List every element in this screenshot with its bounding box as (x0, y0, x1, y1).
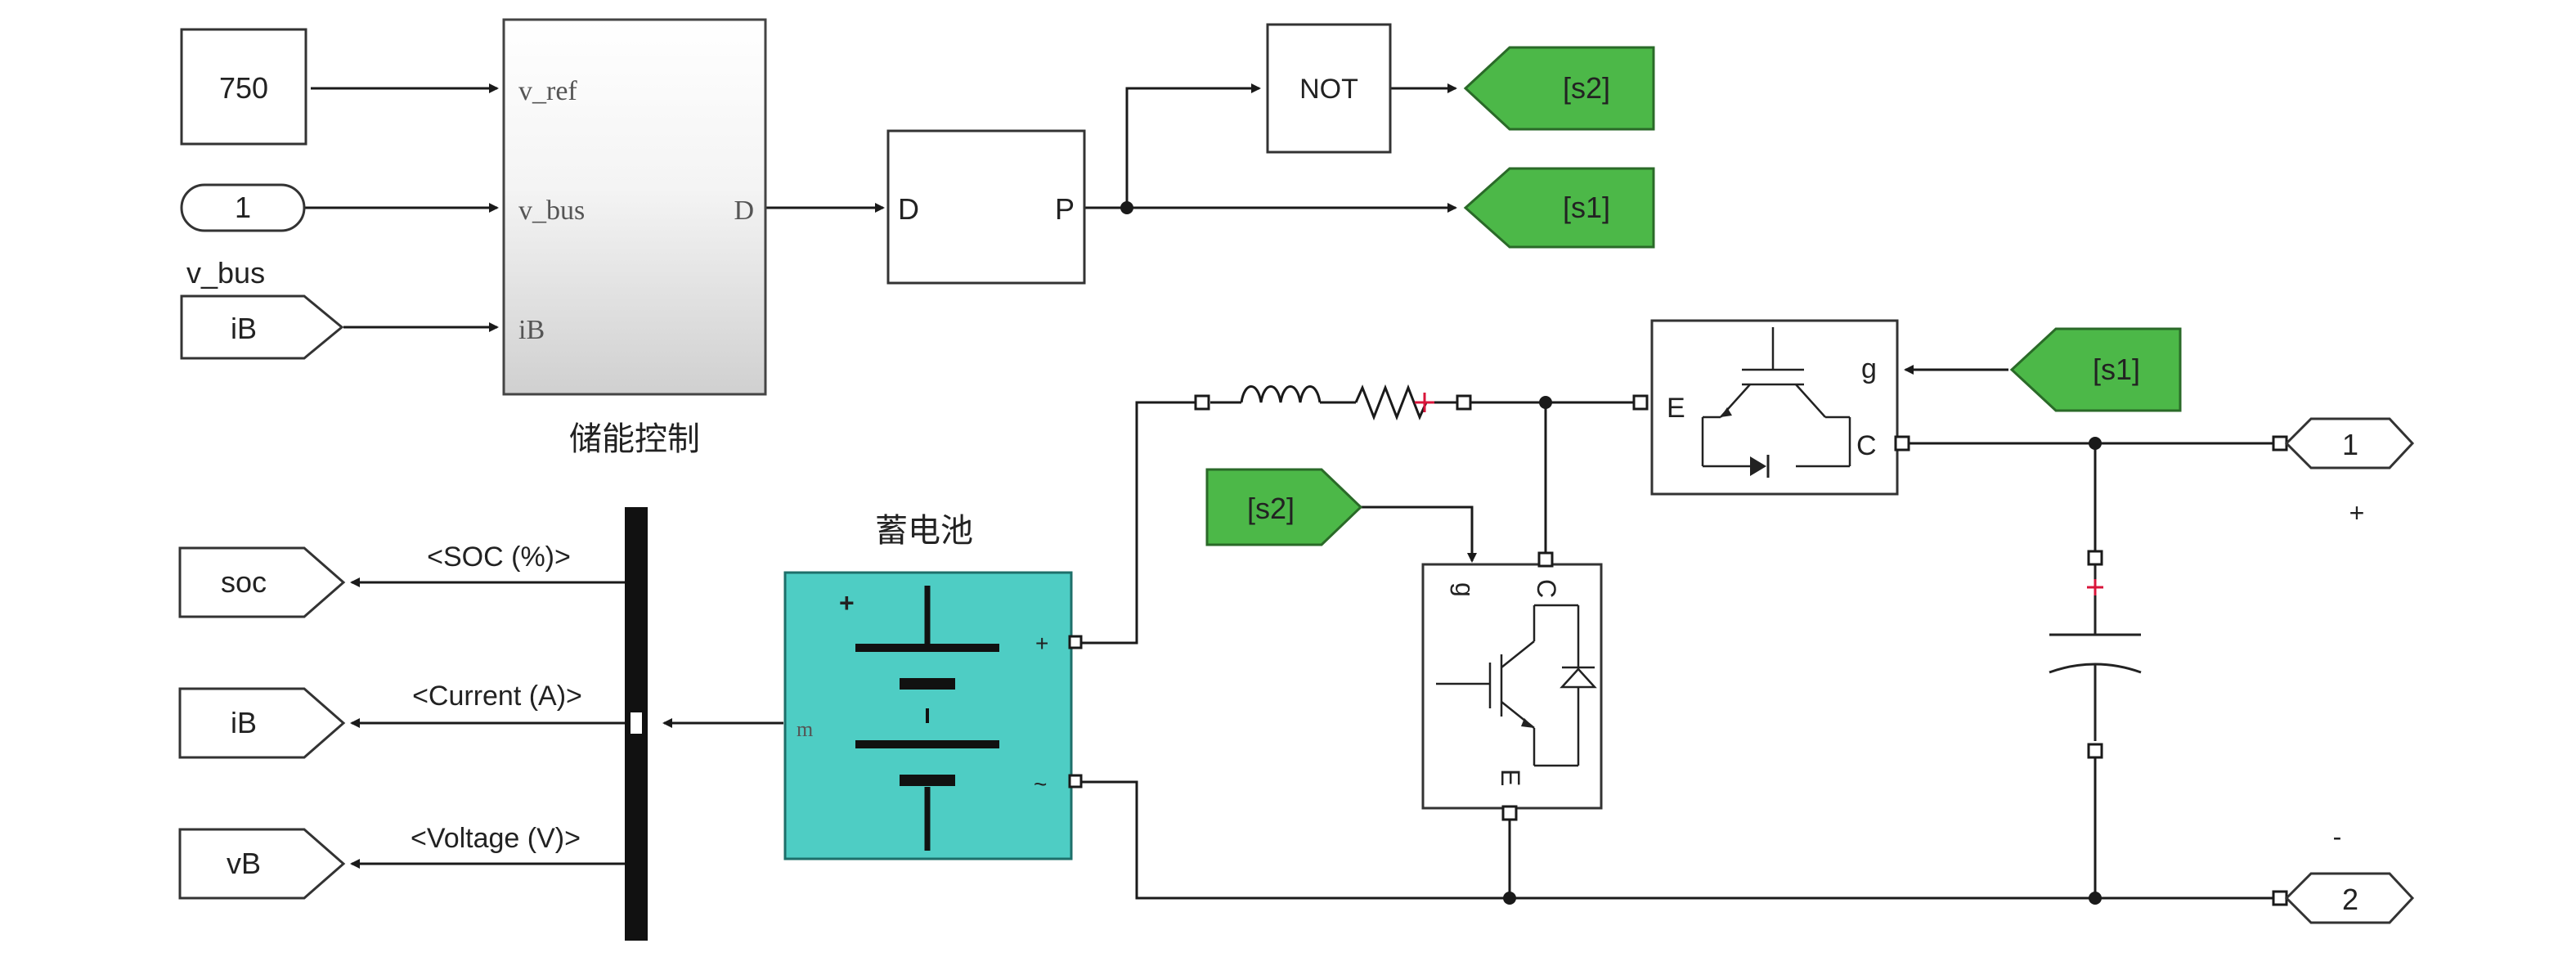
bus-signal-soc: <SOC (%)> (427, 541, 571, 573)
bus-signal-voltage: <Voltage (V)> (411, 823, 581, 854)
output-minus-sign: - (2333, 822, 2342, 851)
rl-polarity-mark (1415, 393, 1434, 412)
capacitor-polarity-mark (2087, 579, 2103, 595)
goto-vB-label: vB (227, 847, 261, 880)
bus-selector[interactable] (625, 507, 648, 941)
not-gate-block[interactable]: NOT (1266, 23, 1392, 154)
from-s1[interactable]: [s1] (2009, 327, 2182, 412)
from-s2-label: [s2] (1247, 492, 1295, 525)
capacitor[interactable] (2049, 564, 2142, 741)
goto-soc[interactable]: soc (178, 546, 346, 618)
power-lines (1076, 401, 2273, 900)
v-bus-label: v_bus (186, 256, 265, 290)
igbt-lower[interactable]: g C E (1421, 563, 1603, 810)
port-iB: iB (518, 315, 545, 345)
port-D: D (734, 195, 754, 226)
pwm-block[interactable]: D P (886, 129, 1086, 285)
constant-value: 750 (219, 71, 268, 105)
output-plus-sign: + (2349, 498, 2365, 528)
outport-2-label: 2 (2342, 883, 2358, 916)
goto-iB-label: iB (231, 706, 257, 739)
from-iB-label: iB (231, 312, 257, 345)
battery-neg-port-label: ~ (1034, 771, 1047, 797)
igbt-upper-e: E (1667, 393, 1685, 424)
goto-vB[interactable]: vB (178, 828, 346, 900)
goto-s1[interactable]: [s1] (1463, 167, 1655, 249)
igbt-lower-c: C (1532, 579, 1561, 598)
connection-ports (1068, 394, 2288, 906)
storage-control-block[interactable]: v_ref v_bus iB D (502, 18, 767, 396)
storage-control-name: 储能控制 (569, 420, 700, 458)
from-s2[interactable]: [s2] (1205, 468, 1363, 546)
constant-750-block[interactable]: 750 (180, 28, 307, 146)
battery-name: 蓄电池 (875, 512, 973, 550)
goto-s1-label: [s1] (1563, 191, 1610, 224)
inport-1[interactable]: 1 (180, 183, 306, 232)
igbt-lower-g: g (1450, 582, 1479, 597)
igbt-upper[interactable]: E g C (1650, 319, 1899, 496)
igbt-upper-c: C (1856, 430, 1877, 461)
battery-block[interactable]: + m + ~ (783, 571, 1073, 860)
port-v-ref: v_ref (518, 76, 577, 106)
goto-s2-label: [s2] (1563, 71, 1610, 105)
goto-s2[interactable]: [s2] (1463, 46, 1655, 131)
outport-1[interactable]: 1 (2284, 417, 2415, 470)
not-label: NOT (1299, 74, 1358, 105)
from-s1-label: [s1] (2093, 353, 2140, 386)
battery-pos-port-label: + (1035, 631, 1048, 656)
outport-1-label: 1 (2342, 428, 2358, 461)
igbt-lower-e: E (1496, 769, 1525, 786)
signal-lines (304, 83, 2008, 869)
pwm-in-port: D (898, 192, 919, 226)
junction-dots (1120, 201, 2102, 905)
inport-1-label: 1 (235, 191, 251, 224)
battery-m-port: m (797, 717, 813, 741)
igbt-upper-g: g (1861, 353, 1877, 384)
goto-soc-label: soc (221, 565, 267, 599)
goto-iB[interactable]: iB (178, 687, 346, 759)
port-v-bus: v_bus (518, 195, 585, 226)
pwm-out-port: P (1055, 192, 1075, 226)
from-iB-top[interactable]: iB (180, 294, 344, 360)
outport-2[interactable]: 2 (2284, 872, 2415, 924)
battery-plus-sign: + (839, 588, 855, 618)
bus-signal-current: <Current (A)> (412, 681, 582, 712)
